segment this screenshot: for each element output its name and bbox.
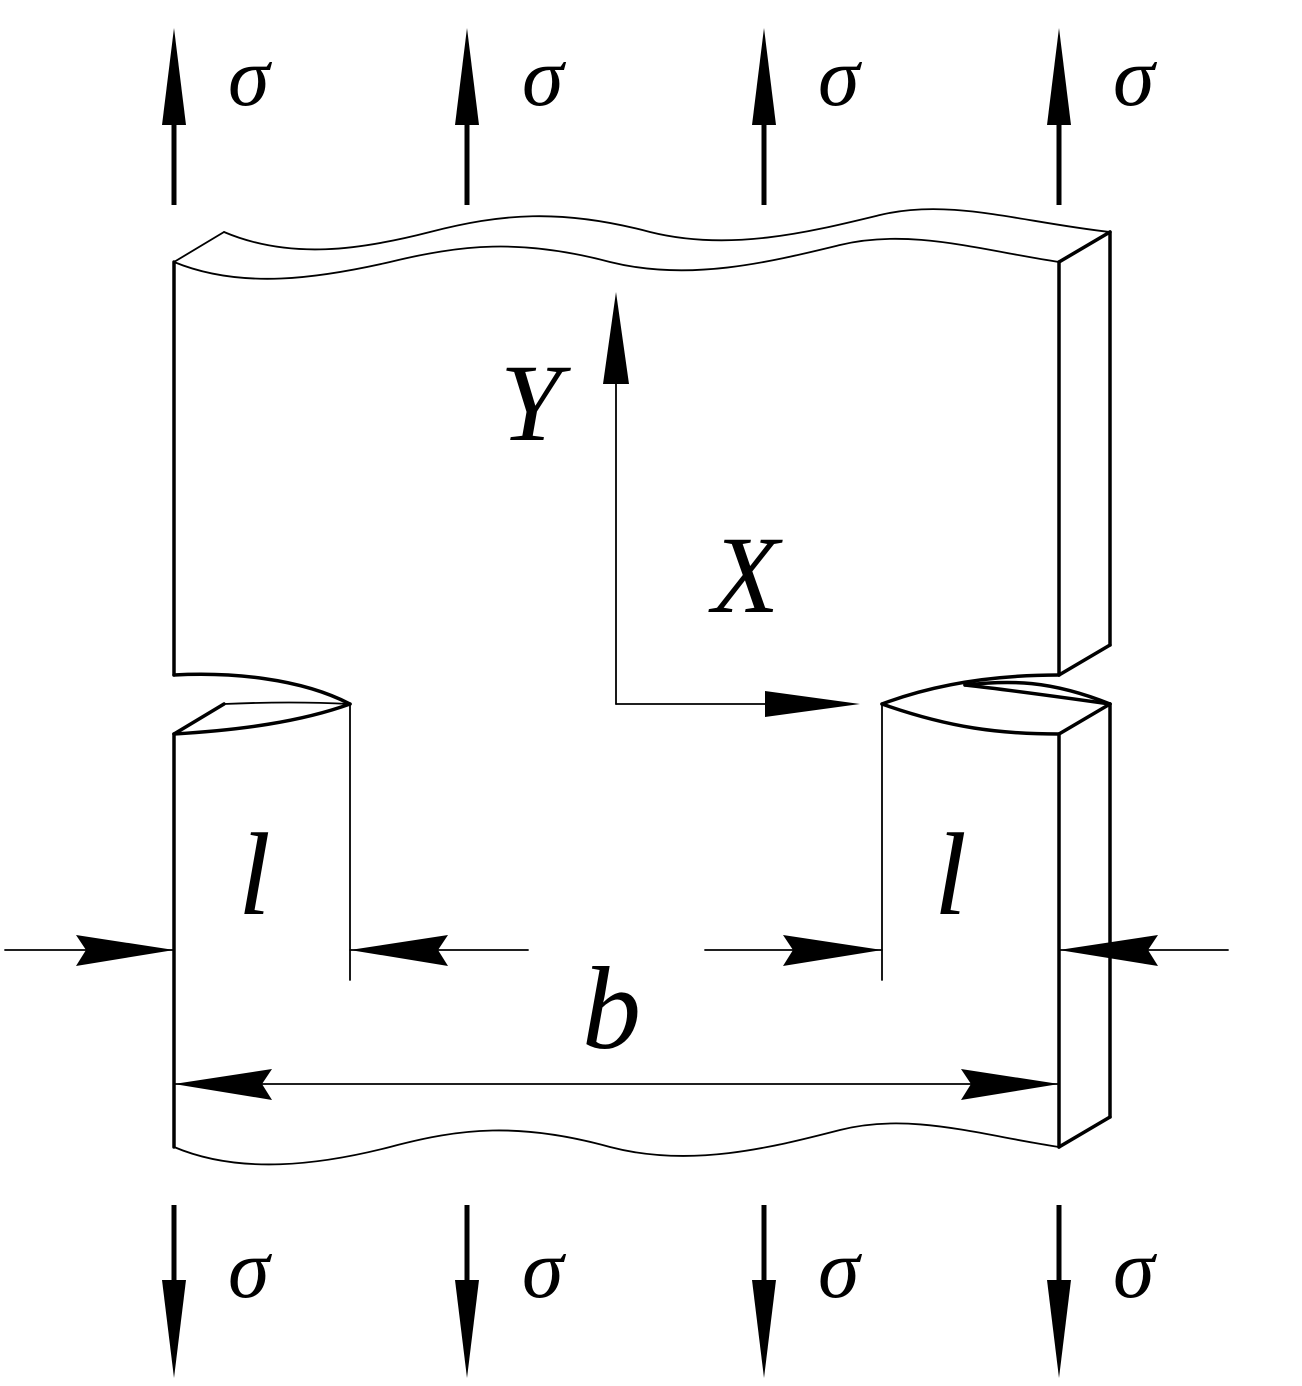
load-arrowhead-top-3 [752, 28, 776, 125]
load-arrowhead-top-1 [162, 28, 186, 125]
plate-bottom-broken-edge [173, 1122, 1060, 1166]
width-dimension-arrowhead-right [961, 1069, 1059, 1100]
x-axis-arrowhead [765, 691, 860, 717]
stress-label-bottom-2: σ [522, 1223, 567, 1316]
bottom-stress-labels: σ σ σ σ [228, 1223, 1158, 1316]
left-crack-bevel [172, 702, 226, 736]
load-arrowhead-bottom-2 [455, 1280, 479, 1378]
width-dimension-arrowhead-left [174, 1069, 272, 1100]
bottom-load-arrows [162, 1205, 1071, 1378]
x-axis-label: X [708, 514, 783, 636]
left-crack-dimension-arrowhead-inner [350, 935, 448, 966]
width-label: b [582, 943, 641, 1074]
load-arrowhead-top-2 [455, 28, 479, 125]
load-arrowhead-bottom-1 [162, 1280, 186, 1378]
load-arrowhead-bottom-3 [752, 1280, 776, 1378]
left-crack-dimension-arrowhead-outer [76, 935, 174, 966]
stress-label-top-4: σ [1113, 31, 1158, 124]
plate-side-bottom-edge [1057, 1115, 1112, 1149]
right-crack-back-lip-lower [963, 680, 1112, 706]
stress-label-top-3: σ [818, 31, 863, 124]
stress-label-top-1: σ [228, 31, 273, 124]
right-crack-back-lip-upper [963, 683, 1112, 706]
y-axis-arrowhead [603, 292, 629, 384]
y-axis-label: Y [500, 342, 571, 464]
top-stress-labels: σ σ σ σ [228, 31, 1158, 124]
left-crack-lower-lip [172, 702, 352, 736]
load-arrowhead-top-4 [1047, 28, 1071, 125]
right-crack-length-label: l [934, 809, 967, 940]
coordinate-axes: Y X [500, 292, 860, 717]
left-crack-back-lip [223, 701, 351, 705]
right-crack-upper-lip [880, 673, 1061, 706]
stress-label-bottom-4: σ [1113, 1223, 1158, 1316]
crack-length-dimensions: l l [4, 703, 1229, 981]
plate-side-crack-upper [1057, 643, 1112, 677]
plate-top-left-bevel [173, 231, 225, 263]
load-arrowhead-bottom-4 [1047, 1280, 1071, 1378]
plate-side-top-edge [1057, 230, 1112, 264]
plate-top-broken-edge-front [173, 237, 1060, 280]
right-crack-dimension-arrowhead-outer [1059, 935, 1158, 966]
width-dimension: b [173, 943, 1060, 1100]
plate-top-broken-edge-back [223, 208, 1111, 251]
top-load-arrows [162, 28, 1071, 205]
stress-label-bottom-1: σ [228, 1223, 273, 1316]
right-crack-dimension-arrowhead-inner [783, 935, 882, 966]
right-crack-lower-lip [880, 702, 1061, 736]
stress-label-top-2: σ [522, 31, 567, 124]
stress-label-bottom-3: σ [818, 1223, 863, 1316]
right-crack-side-bevel [1057, 702, 1112, 736]
left-crack-upper-lip [172, 672, 352, 706]
plate [172, 208, 1112, 1166]
left-crack-length-label: l [238, 809, 271, 940]
